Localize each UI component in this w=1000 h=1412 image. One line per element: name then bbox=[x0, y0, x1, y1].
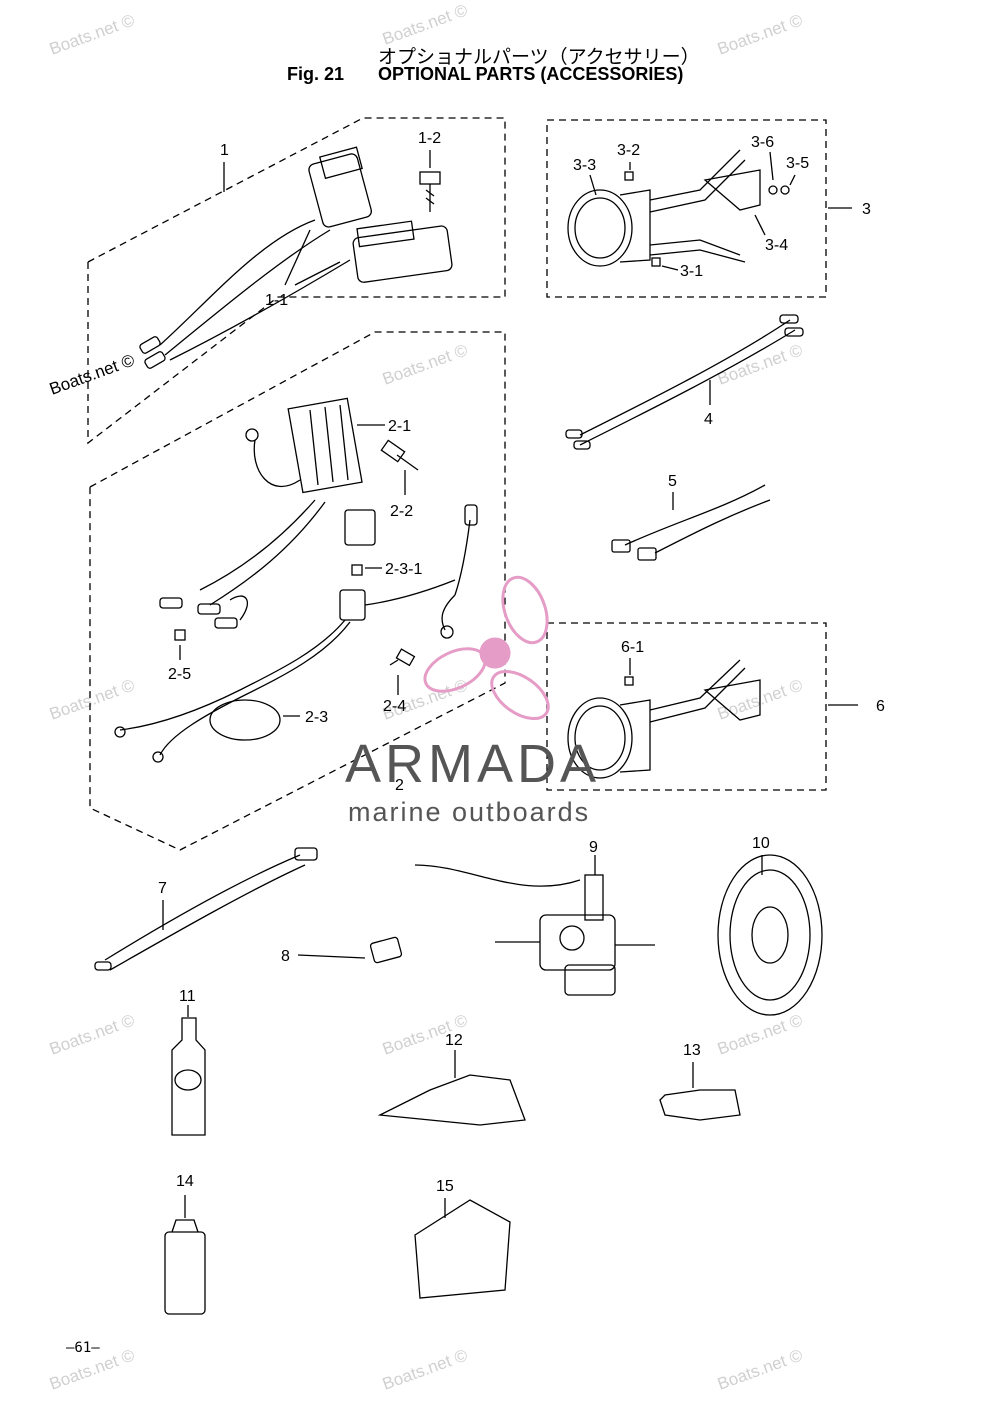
harness-2-3 bbox=[114, 504, 478, 763]
watermark: Boats.net © bbox=[380, 1345, 471, 1393]
bottle-11 bbox=[171, 1005, 206, 1136]
logo-tagline: marine outboards bbox=[348, 797, 590, 827]
bulb-3-2 bbox=[624, 162, 634, 181]
watermark: Boats.net © bbox=[380, 340, 471, 388]
callout-1: 1 bbox=[220, 142, 229, 159]
relay-2-3-1 bbox=[344, 509, 382, 576]
callout-15: 15 bbox=[436, 1178, 454, 1195]
propeller-icon bbox=[423, 575, 550, 721]
callout-3-6: 3-6 bbox=[751, 134, 774, 151]
group-1-outline bbox=[87, 117, 506, 445]
meter-6 bbox=[567, 659, 761, 779]
bulb-6-1 bbox=[624, 658, 634, 686]
watermark: Boats.net © bbox=[47, 675, 138, 723]
callout-3-3: 3-3 bbox=[573, 157, 596, 174]
rectifier-regulator-2-1 bbox=[159, 397, 363, 629]
callout-2-5: 2-5 bbox=[168, 666, 191, 683]
callout-6-1: 6-1 bbox=[621, 639, 644, 656]
watermark: Boats.net © bbox=[47, 350, 138, 398]
callout-2-2: 2-2 bbox=[390, 503, 413, 520]
bolt-2-2 bbox=[380, 439, 419, 495]
callout-3-4: 3-4 bbox=[765, 237, 788, 254]
callout-5: 5 bbox=[668, 473, 677, 490]
callout-11: 11 bbox=[179, 988, 196, 1005]
armada-logo: ARMADA marine outboards bbox=[345, 575, 600, 827]
callout-13: 13 bbox=[683, 1042, 701, 1059]
callout-9: 9 bbox=[589, 839, 598, 856]
watermark: Boats.net © bbox=[715, 340, 806, 388]
tube-12 bbox=[377, 1050, 526, 1126]
callout-2-3: 2-3 bbox=[305, 709, 328, 726]
cable-7 bbox=[94, 847, 318, 971]
cable-5 bbox=[611, 484, 771, 561]
group-2-outline bbox=[89, 331, 506, 851]
figure-number: Fig. 21 bbox=[287, 64, 345, 84]
callout-8: 8 bbox=[281, 948, 290, 965]
callout-3-5: 3-5 bbox=[786, 155, 809, 172]
watermark: Boats.net © bbox=[715, 1010, 806, 1058]
bulb-3-1 bbox=[651, 257, 679, 271]
callout-2: 2 bbox=[395, 777, 404, 794]
watermark: Boats.net © bbox=[47, 1010, 138, 1058]
title-japanese: オプショナルパーツ（アクセサリー） bbox=[378, 46, 700, 68]
callout-3-1: 3-1 bbox=[680, 263, 703, 280]
callout-10: 10 bbox=[752, 835, 770, 852]
watermark: Boats.net © bbox=[47, 10, 138, 58]
watermark: Boats.net © bbox=[380, 0, 471, 48]
cable-4 bbox=[565, 314, 804, 450]
callout-2-4: 2-4 bbox=[383, 698, 406, 715]
washer-3-5 bbox=[780, 174, 796, 195]
figure-title: OPTIONAL PARTS (ACCESSORIES) bbox=[378, 64, 684, 84]
callout-7: 7 bbox=[158, 880, 167, 897]
can-14 bbox=[164, 1195, 206, 1315]
callout-1-1: 1-1 bbox=[265, 292, 288, 309]
callout-1-2: 1-2 bbox=[418, 130, 441, 147]
tube-13 bbox=[659, 1062, 741, 1121]
page-number: —61— bbox=[66, 1340, 100, 1356]
callout-2-1: 2-1 bbox=[388, 418, 411, 435]
callout-12: 12 bbox=[445, 1032, 463, 1049]
fuel-connector-9 bbox=[414, 855, 655, 996]
flywheel-cover-10 bbox=[717, 854, 823, 1016]
callout-14: 14 bbox=[176, 1173, 194, 1190]
part-8 bbox=[297, 936, 403, 964]
callout-3-2: 3-2 bbox=[617, 142, 640, 159]
screw-2-4 bbox=[389, 648, 416, 695]
packet-15 bbox=[414, 1198, 511, 1299]
logo-name: ARMADA bbox=[345, 734, 600, 794]
bolt-1-2 bbox=[419, 150, 441, 212]
fuse-2-5 bbox=[174, 629, 186, 660]
ignition-coil-assembly bbox=[139, 146, 453, 369]
nut-3-6 bbox=[768, 151, 778, 195]
callout-6: 6 bbox=[876, 698, 885, 715]
watermark: Boats.net © bbox=[715, 1345, 806, 1393]
watermark: Boats.net © bbox=[715, 10, 806, 58]
callout-2-3-1: 2-3-1 bbox=[385, 561, 422, 578]
callout-4: 4 bbox=[704, 411, 713, 428]
callout-3: 3 bbox=[862, 201, 871, 218]
tachometer-3 bbox=[567, 149, 761, 267]
